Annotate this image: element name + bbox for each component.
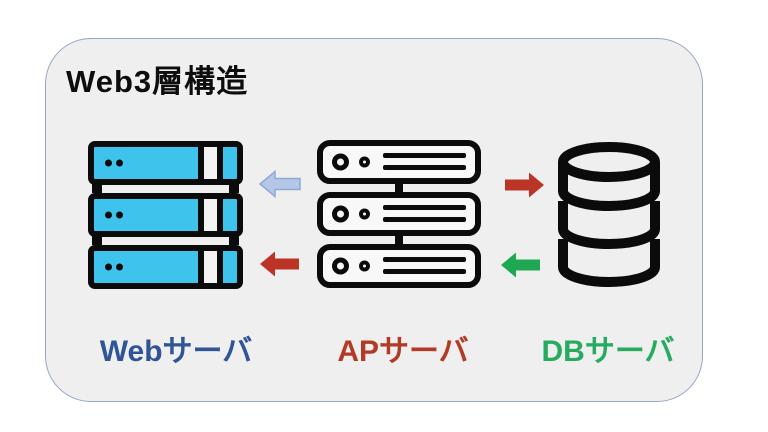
web-rack-unit	[88, 245, 243, 289]
ap-rack-unit	[317, 244, 481, 288]
drive-circle-icon	[359, 208, 370, 220]
left-arrow-icon	[260, 251, 299, 277]
led-dot-icon	[116, 159, 123, 167]
arrow-ap-to-web-top	[259, 170, 301, 198]
database-cylinder-icon	[558, 142, 660, 287]
server-rack-blue-icon	[88, 141, 243, 289]
drive-circle-icon	[332, 153, 349, 171]
left-arrow-icon	[259, 170, 301, 198]
led-dot-icon	[105, 263, 112, 271]
diagram-title: Web3層構造	[66, 64, 249, 99]
ap-server-label: APサーバ	[337, 335, 469, 368]
web-server-label: Webサーバ	[99, 335, 253, 368]
drive-circle-icon	[359, 156, 370, 168]
ap-rack-unit	[317, 140, 481, 184]
drive-circle-icon	[359, 260, 370, 272]
led-dot-icon	[105, 159, 112, 167]
web-rack-unit	[88, 141, 243, 185]
arrow-ap-to-web-bottom	[260, 251, 299, 277]
led-dot-icon	[116, 211, 123, 219]
arrow-ap-to-db-top	[505, 172, 544, 198]
arrow-db-to-ap-bottom	[501, 252, 540, 278]
right-arrow-icon	[505, 172, 544, 198]
server-rack-outline-icon	[317, 140, 481, 288]
drive-circle-icon	[332, 257, 349, 275]
drive-circle-icon	[332, 205, 349, 223]
web-rack-unit	[88, 193, 243, 237]
left-arrow-icon	[501, 252, 540, 278]
ap-rack-unit	[317, 192, 481, 236]
led-dot-icon	[116, 263, 123, 271]
db-server-label: DBサーバ	[541, 335, 675, 368]
led-dot-icon	[105, 211, 112, 219]
